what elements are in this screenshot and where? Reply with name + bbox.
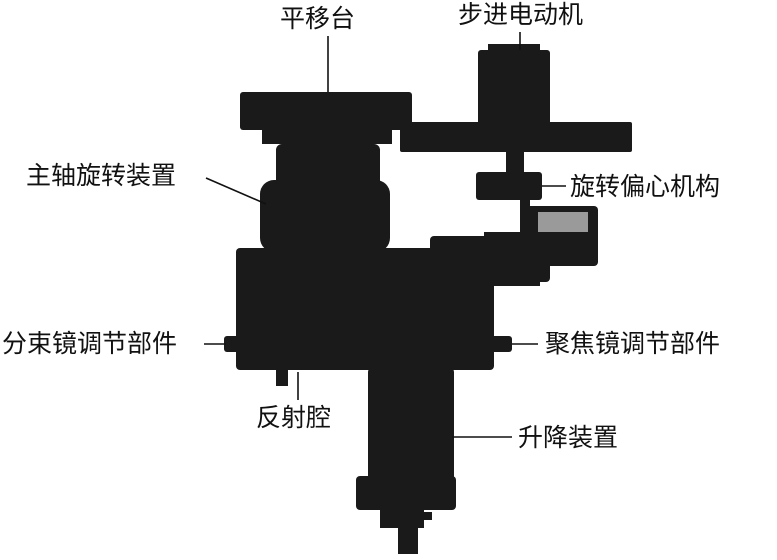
housing-connector — [480, 250, 540, 286]
leader-spindle — [206, 178, 266, 204]
eccentric-block — [476, 172, 542, 200]
lifting-base — [356, 476, 456, 510]
label-spindle-rotation-device: 主轴旋转装置 — [26, 163, 176, 188]
label-rotary-eccentric-mechanism: 旋转偏心机构 — [570, 174, 720, 199]
label-translation-stage: 平移台 — [280, 6, 355, 31]
translation-stage-block — [262, 120, 392, 144]
label-focus-mirror-adjuster: 聚焦镜调节部件 — [545, 331, 720, 356]
stepper-motor-cap — [488, 44, 540, 54]
label-lifting-device: 升降装置 — [518, 425, 618, 450]
focus-mirror-knob — [490, 336, 512, 352]
lifting-column — [368, 368, 454, 484]
label-beam-splitter-adjuster: 分束镜调节部件 — [2, 331, 177, 356]
lifting-tip-end — [398, 526, 418, 554]
beam-splitter-knob — [224, 336, 242, 352]
cavity-pin — [276, 366, 288, 386]
spindle-lower — [260, 180, 390, 252]
stepper-motor-body — [478, 50, 550, 132]
label-stepper-motor: 步进电动机 — [458, 2, 583, 27]
eccentric-highlight — [538, 212, 588, 232]
label-reflection-cavity: 反射腔 — [256, 405, 331, 430]
lifting-clip — [410, 512, 432, 520]
